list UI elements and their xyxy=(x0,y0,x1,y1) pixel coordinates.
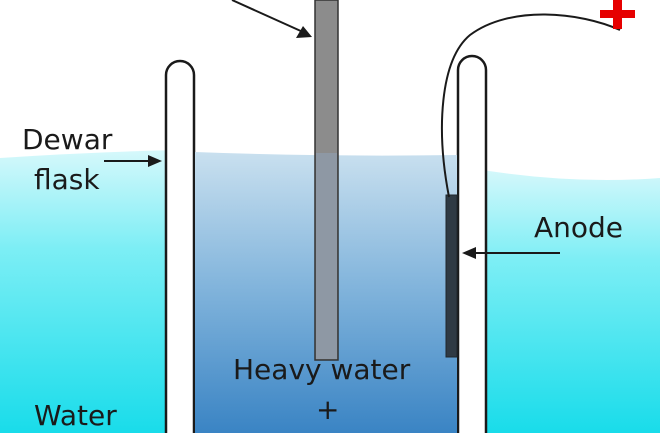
cathode-rod-submerged xyxy=(316,153,337,359)
water-label: Water xyxy=(34,399,117,432)
outer-water-left xyxy=(0,150,180,433)
dewar-wall-left xyxy=(164,59,196,433)
dewar-label-line1: Dewar xyxy=(22,123,113,156)
anode-label: Anode xyxy=(534,211,624,244)
dewar-pointer-arrow xyxy=(104,155,162,167)
dewar-label-line2: flask xyxy=(34,163,100,196)
heavy-water-label: Heavy water xyxy=(233,353,411,386)
cathode-pointer-arrow xyxy=(231,0,312,38)
positive-terminal-icon xyxy=(600,0,635,29)
plus-label: + xyxy=(316,393,340,426)
outer-water-right xyxy=(470,168,660,433)
anode-plate xyxy=(445,194,458,358)
anode-pointer-arrow xyxy=(462,247,560,259)
dewar-wall-right xyxy=(456,54,488,433)
anode-wire xyxy=(440,13,621,198)
